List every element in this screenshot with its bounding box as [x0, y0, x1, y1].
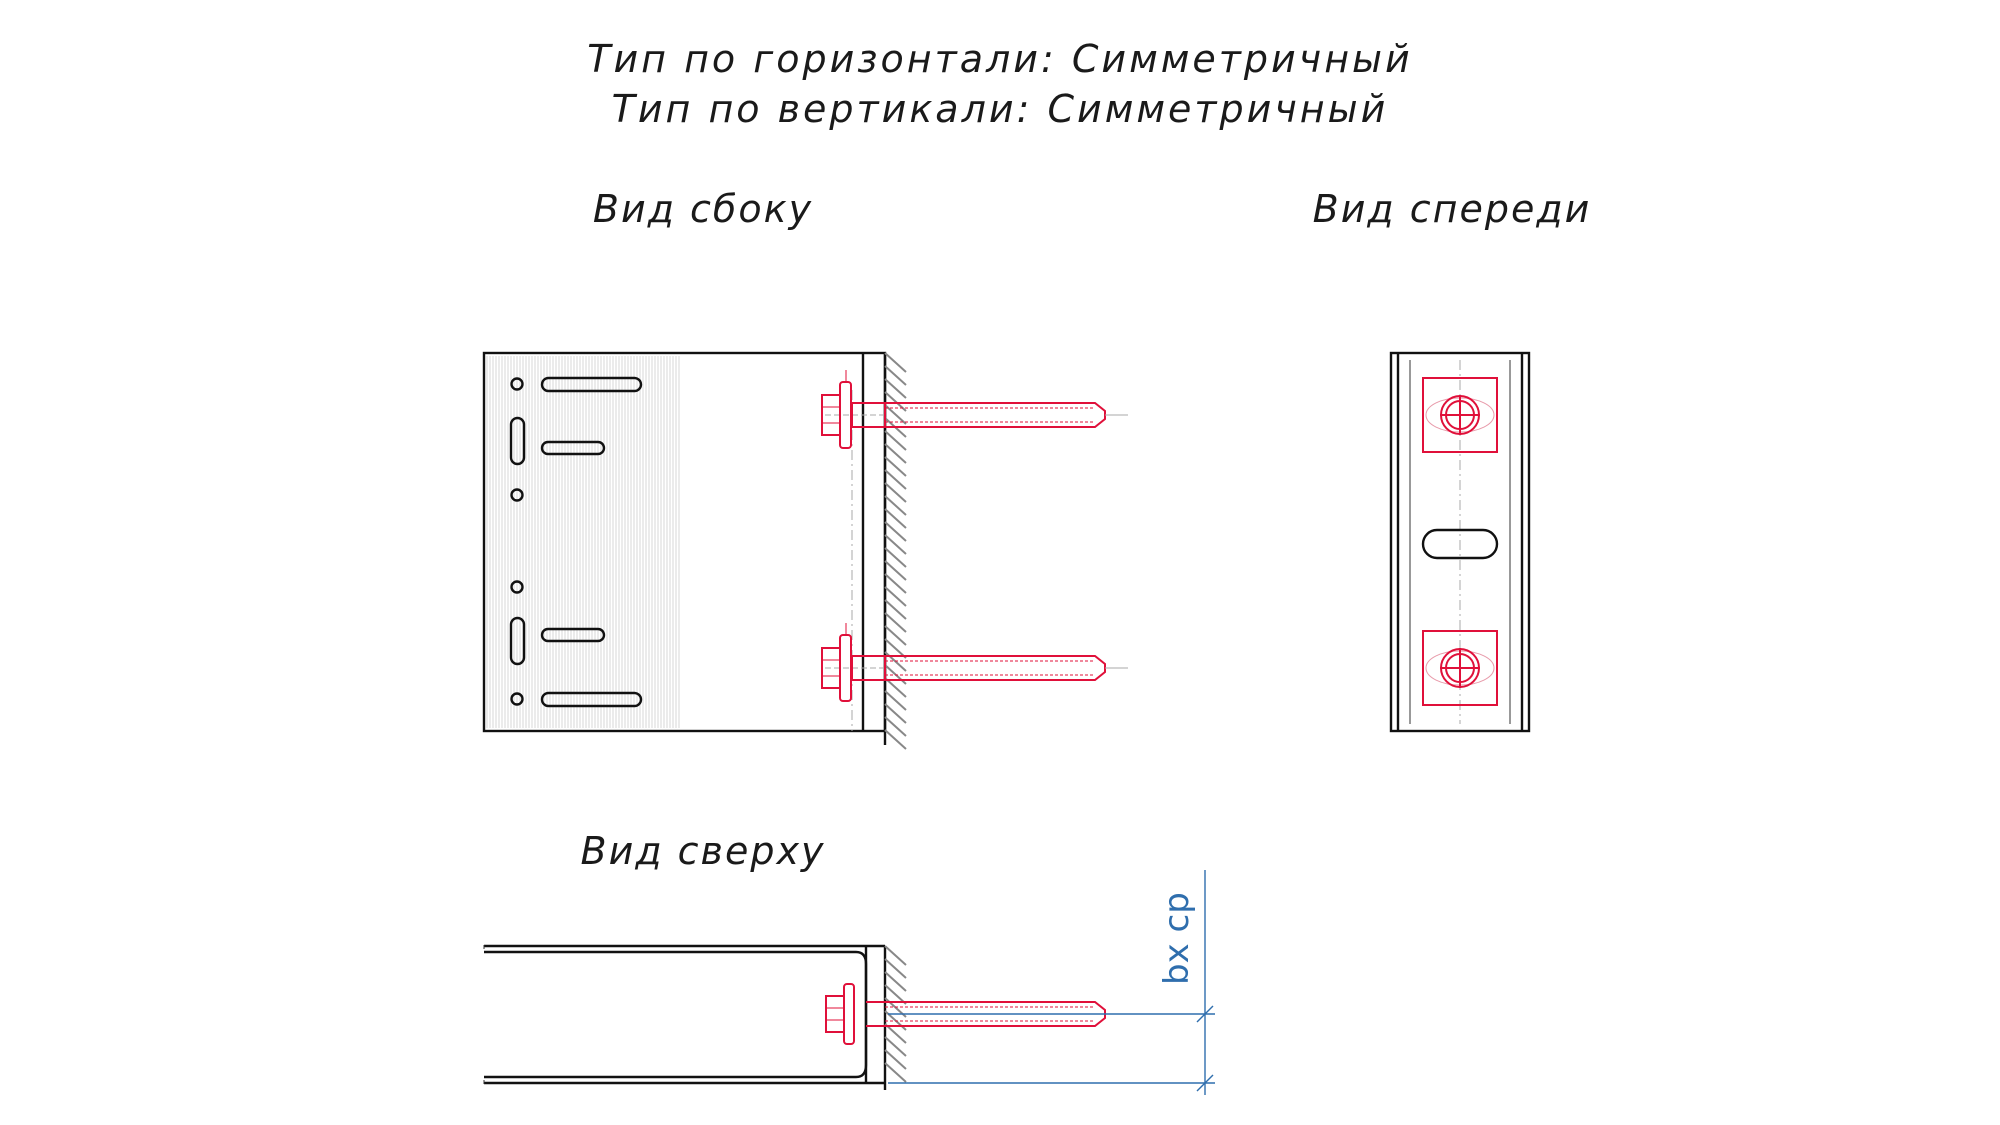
- side-view: [482, 351, 1128, 750]
- round-hole: [510, 692, 524, 706]
- hatch-mark: [884, 365, 907, 386]
- top-view-channel-web: [855, 950, 868, 1079]
- side-view-anchor-top: [821, 370, 1128, 449]
- horizontal-slot: [540, 691, 643, 708]
- top-view: bx cp: [483, 870, 1215, 1095]
- hatch-mark: [884, 612, 907, 633]
- hatch-mark: [884, 625, 907, 646]
- front-view-caption: Вид спереди: [1313, 187, 1592, 231]
- anchor-shaft: [885, 655, 1106, 681]
- anchor-shaft: [885, 402, 1106, 428]
- hatch-mark: [884, 729, 907, 750]
- hatch-mark: [884, 599, 907, 620]
- hatch-mark: [884, 352, 907, 373]
- hatch-mark: [884, 521, 907, 542]
- side-view-anchor-bottom: [821, 623, 1128, 702]
- anchor-nut: [821, 647, 841, 689]
- horizontal-type-label: Тип по горизонтали: Симметричный: [587, 37, 1413, 81]
- top-view-caption: Вид сверху: [581, 829, 826, 873]
- hatch-mark: [884, 443, 907, 464]
- hatch-mark: [884, 482, 907, 503]
- anchor-nut: [825, 995, 845, 1033]
- hatch-mark: [884, 534, 907, 555]
- hatch-mark: [884, 430, 907, 451]
- hatch-mark: [884, 716, 907, 737]
- hatch-mark: [884, 508, 907, 529]
- side-view-wall-hatch: [884, 352, 907, 750]
- hatch-mark: [884, 456, 907, 477]
- hatch-mark: [884, 469, 907, 490]
- round-hole: [510, 488, 524, 502]
- vertical-type-label: Тип по вертикали: Симметричный: [612, 87, 1389, 131]
- front-view-central-slot: [1421, 528, 1499, 560]
- hatch-mark: [884, 547, 907, 568]
- hatch-mark: [884, 404, 907, 425]
- hatch-mark: [884, 1036, 907, 1057]
- hatch-mark: [884, 1062, 907, 1083]
- hatch-mark: [884, 945, 907, 966]
- round-hole: [510, 377, 524, 391]
- hatch-mark: [884, 690, 907, 711]
- hatch-mark: [884, 971, 907, 992]
- side-view-caption: Вид сбоку: [593, 187, 813, 231]
- dimension-label: bx cp: [1157, 892, 1197, 985]
- hatch-mark: [884, 677, 907, 698]
- hatch-mark: [884, 958, 907, 979]
- hatch-mark: [884, 1023, 907, 1044]
- horizontal-slot: [540, 376, 643, 393]
- hatch-mark: [884, 378, 907, 399]
- dimension-tick-bottom: [1196, 1074, 1214, 1092]
- hatch-mark: [884, 1049, 907, 1070]
- anchor-nut: [821, 394, 841, 436]
- hatch-mark: [884, 495, 907, 516]
- hatch-mark: [884, 586, 907, 607]
- round-hole: [510, 580, 524, 594]
- square-washer: [1422, 377, 1498, 453]
- edge-distance-dimension: bx cp: [888, 870, 1215, 1095]
- front-view-outline: [1389, 351, 1531, 733]
- hatch-mark: [884, 638, 907, 659]
- horizontal-slot: [540, 440, 606, 456]
- horizontal-slot: [540, 627, 606, 643]
- hatch-mark: [884, 560, 907, 581]
- dimension-tick-top: [1196, 1005, 1214, 1023]
- anchor-washer: [843, 983, 855, 1045]
- front-view-washer-bottom: [1422, 630, 1498, 706]
- vertical-slot: [509, 416, 526, 466]
- front-view: [1389, 351, 1531, 733]
- vertical-slot: [509, 616, 526, 666]
- hatch-mark: [884, 703, 907, 724]
- side-view-surface-texture: [486, 356, 680, 728]
- front-view-washer-top: [1422, 377, 1498, 453]
- hatch-mark: [884, 984, 907, 1005]
- side-view-holes: [509, 376, 643, 708]
- hatch-mark: [884, 573, 907, 594]
- square-washer: [1422, 630, 1498, 706]
